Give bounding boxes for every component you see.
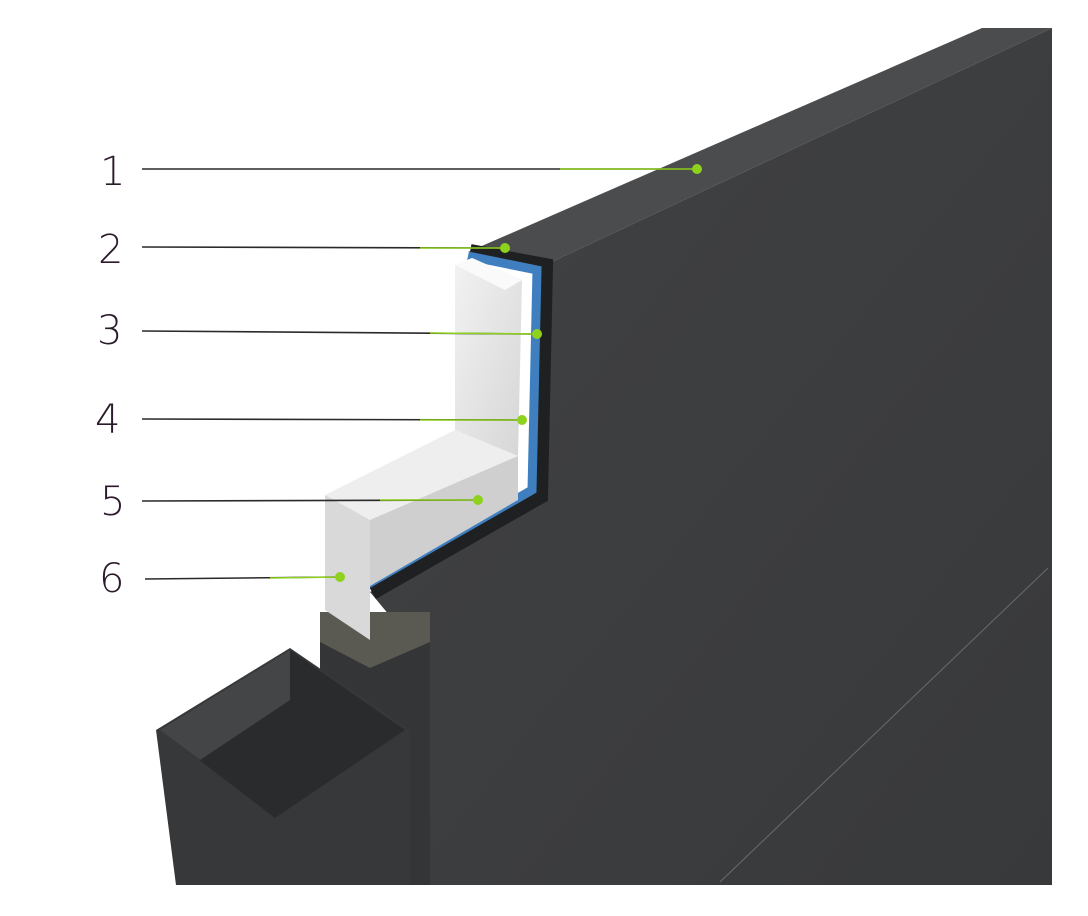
callout-label-6: 6 xyxy=(99,556,125,602)
leader-dot-6 xyxy=(335,572,345,582)
callout-label-1: 1 xyxy=(100,149,126,195)
insulation-vertical-top xyxy=(455,258,522,290)
callout-label-5: 5 xyxy=(100,479,126,525)
leader-dot-1 xyxy=(692,164,702,174)
base-block xyxy=(320,612,430,668)
wall-top-edge xyxy=(468,28,1052,265)
dark-layer xyxy=(368,244,554,599)
insulation-front-inner xyxy=(370,456,518,586)
callout-label-3: 3 xyxy=(97,308,123,354)
leader-dot-2 xyxy=(500,243,510,253)
leader-lines xyxy=(141,168,697,580)
callout-label-4: 4 xyxy=(95,397,121,443)
insulation-horizontal xyxy=(325,430,518,540)
insulation-front xyxy=(325,495,370,640)
callout-label-2: 2 xyxy=(98,227,124,273)
wall-face xyxy=(370,28,1052,885)
leader-dots xyxy=(335,164,702,582)
leader-dot-4 xyxy=(517,415,527,425)
box-inner-wall xyxy=(160,650,290,760)
wall-edge-line xyxy=(719,567,1049,883)
box-opening xyxy=(160,650,405,818)
leader-dot-3 xyxy=(532,329,542,339)
leader-dot-5 xyxy=(473,495,483,505)
insulation-vertical xyxy=(455,258,522,456)
